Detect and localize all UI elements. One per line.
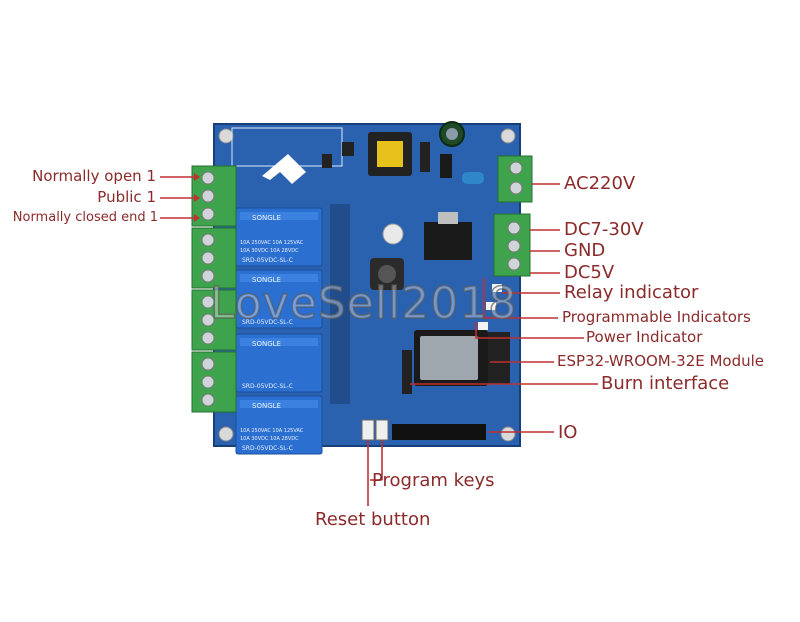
- label-io: IO: [558, 422, 578, 443]
- label-dc7-30v: DC7-30V: [564, 219, 644, 240]
- relay-model: SRD-05VDC-SL-C: [242, 257, 293, 264]
- smd-column: [330, 204, 350, 404]
- label-dc5v: DC5V: [564, 262, 615, 283]
- capacitor-small: [382, 223, 404, 245]
- label-burn-interface: Burn interface: [601, 373, 730, 394]
- voltage-regulator-tab: [438, 212, 458, 224]
- label-esp32-module: ESP32-WROOM-32E Module: [557, 352, 765, 370]
- relay-spec-ac: 10A 250VAC 10A 125VAC: [240, 428, 304, 434]
- relay-2: [235, 269, 323, 329]
- arrowhead-icon: [194, 173, 200, 181]
- relay-brand: SONGLE: [252, 402, 281, 410]
- capacitor-top: [446, 128, 458, 140]
- smd-component: [322, 154, 332, 168]
- terminal-block-left-1: [191, 165, 237, 227]
- label-public: Public 1: [97, 188, 156, 206]
- relay-model: SRD-05VDC-SL-C: [242, 445, 293, 452]
- arrowhead-icon: [194, 194, 200, 202]
- relay-brand: SONGLE: [252, 276, 281, 284]
- relay-brand: SONGLE: [252, 214, 281, 222]
- label-ac220v: AC220V: [564, 173, 636, 194]
- inductor-core: [378, 265, 396, 283]
- io-header: [392, 424, 486, 440]
- pointer-arrowheads: [194, 173, 200, 222]
- terminal-block-ac: [497, 155, 533, 203]
- programmable-indicator-led: [486, 302, 496, 310]
- burn-interface-header: [402, 350, 412, 394]
- pointer-programmable-indicators: [483, 278, 558, 319]
- mounting-hole-icon: [218, 426, 234, 442]
- esp32-antenna: [488, 332, 510, 384]
- smd-component: [342, 142, 354, 156]
- program-key: [375, 419, 389, 441]
- terminal-block-dc: [493, 213, 531, 277]
- terminal-block-left-2: [191, 227, 237, 289]
- mounting-hole-icon: [500, 128, 516, 144]
- label-reset-button: Reset button: [315, 509, 431, 530]
- reset-key: [361, 419, 375, 441]
- relay-spec-dc: 10A 30VDC 10A 28VDC: [240, 248, 299, 254]
- relay-spec-dc: 10A 30VDC 10A 28VDC: [240, 436, 299, 442]
- label-gnd: GND: [564, 240, 606, 261]
- smd-component: [440, 154, 452, 178]
- esp32-module-shield: [420, 336, 478, 380]
- logo-icon: [262, 154, 306, 184]
- relay-model: SRD-05VDC-SL-C: [242, 319, 293, 326]
- label-power-indicator: Power Indicator: [586, 328, 703, 346]
- pointer-power-indicator: [475, 322, 584, 339]
- terminal-block-left-3: [191, 289, 237, 351]
- relay-model: SRD-05VDC-SL-C: [242, 383, 293, 390]
- terminal-block-left-4: [191, 351, 237, 413]
- label-normally-open: Normally open 1: [32, 167, 156, 185]
- power-indicator-led: [478, 322, 488, 330]
- mounting-hole-icon: [500, 426, 516, 442]
- smd-component: [420, 142, 430, 172]
- watermark: LoveSell2018: [209, 277, 518, 330]
- label-normally-closed: Normally closed end 1: [12, 210, 158, 225]
- label-programmable-indicators: Programmable Indicators: [562, 308, 751, 326]
- arrowhead-icon: [194, 214, 200, 222]
- relay-spec-ac: 10A 250VAC 10A 125VAC: [240, 240, 304, 246]
- fuse: [462, 172, 484, 184]
- relay-1: [235, 207, 323, 267]
- pointer-lines: [160, 176, 598, 506]
- relay-indicator-led: [492, 284, 502, 292]
- label-program-keys: Program keys: [372, 470, 495, 491]
- voltage-regulator: [424, 222, 472, 260]
- relay-brand: SONGLE: [252, 340, 281, 348]
- relay-4: [235, 395, 323, 455]
- mounting-hole-icon: [218, 128, 234, 144]
- transformer-core: [377, 141, 403, 167]
- label-relay-indicator: Relay indicator: [564, 282, 699, 303]
